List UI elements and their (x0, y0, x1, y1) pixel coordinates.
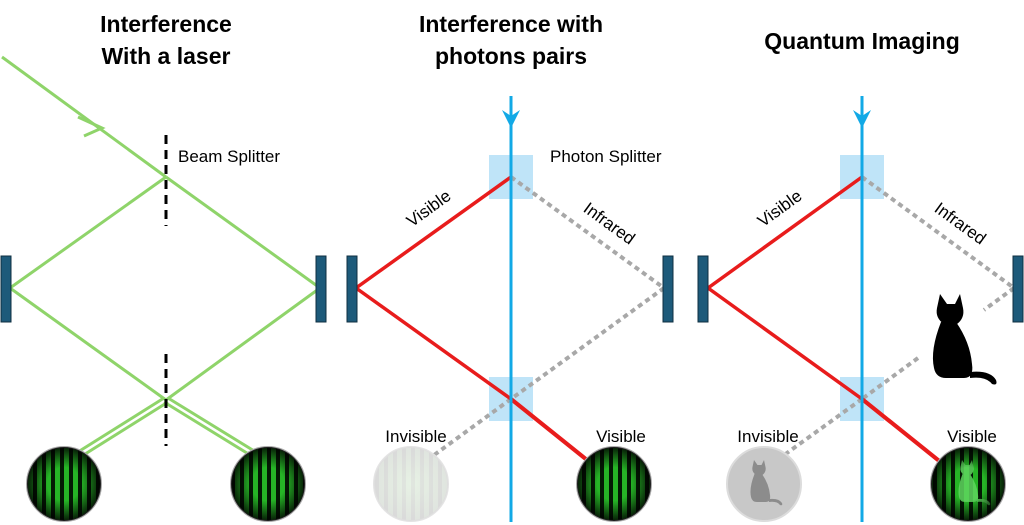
mirror-icon (0, 255, 12, 323)
interference-pattern-icon (576, 446, 652, 522)
panel-2-title-line-1: Interference with (419, 11, 603, 37)
visible-output-label: Visible (596, 427, 646, 446)
infrared-arm-label: Infrared (931, 199, 990, 249)
cat-icon (932, 294, 997, 385)
arrow-icon (502, 110, 520, 128)
panel-3-title: Quantum Imaging (764, 28, 960, 54)
laser-beams (1, 55, 321, 468)
visible-output-label: Visible (947, 427, 997, 446)
panel-laser: Interference With a laser Beam Splitter (0, 11, 327, 522)
arrow-icon (77, 115, 106, 138)
interference-pattern-icon (26, 446, 102, 522)
invisible-output-label: Invisible (737, 427, 798, 446)
visible-beams (706, 175, 947, 468)
panel-photon-pairs: Interference with photons pairs Photon S… (346, 11, 674, 522)
infrared-beams (428, 175, 666, 460)
mirror-icon (346, 255, 358, 323)
visible-beams (354, 175, 596, 468)
mirror-icon (697, 255, 709, 323)
panel-1-title-line-1: Interference (100, 11, 232, 37)
arrow-icon (853, 110, 871, 128)
infrared-arm-label: Infrared (580, 199, 639, 249)
faded-pattern-icon (373, 446, 449, 522)
photon-splitter-label: Photon Splitter (550, 147, 662, 166)
cat-interference-pattern-icon (930, 446, 1006, 522)
invisible-output-label: Invisible (385, 427, 446, 446)
panel-quantum-imaging: Quantum Imaging Visible Infrared Invisib… (697, 28, 1024, 522)
faded-cat-pattern-icon (726, 446, 802, 522)
panel-2-title-line-2: photons pairs (435, 43, 587, 69)
beam-splitter-label: Beam Splitter (178, 147, 280, 166)
mirror-icon (662, 255, 674, 323)
panel-1-title-line-2: With a laser (102, 43, 231, 69)
mirror-icon (1012, 255, 1024, 323)
mirror-icon (315, 255, 327, 323)
infrared-beams (778, 175, 1016, 460)
interference-pattern-icon (230, 446, 306, 522)
